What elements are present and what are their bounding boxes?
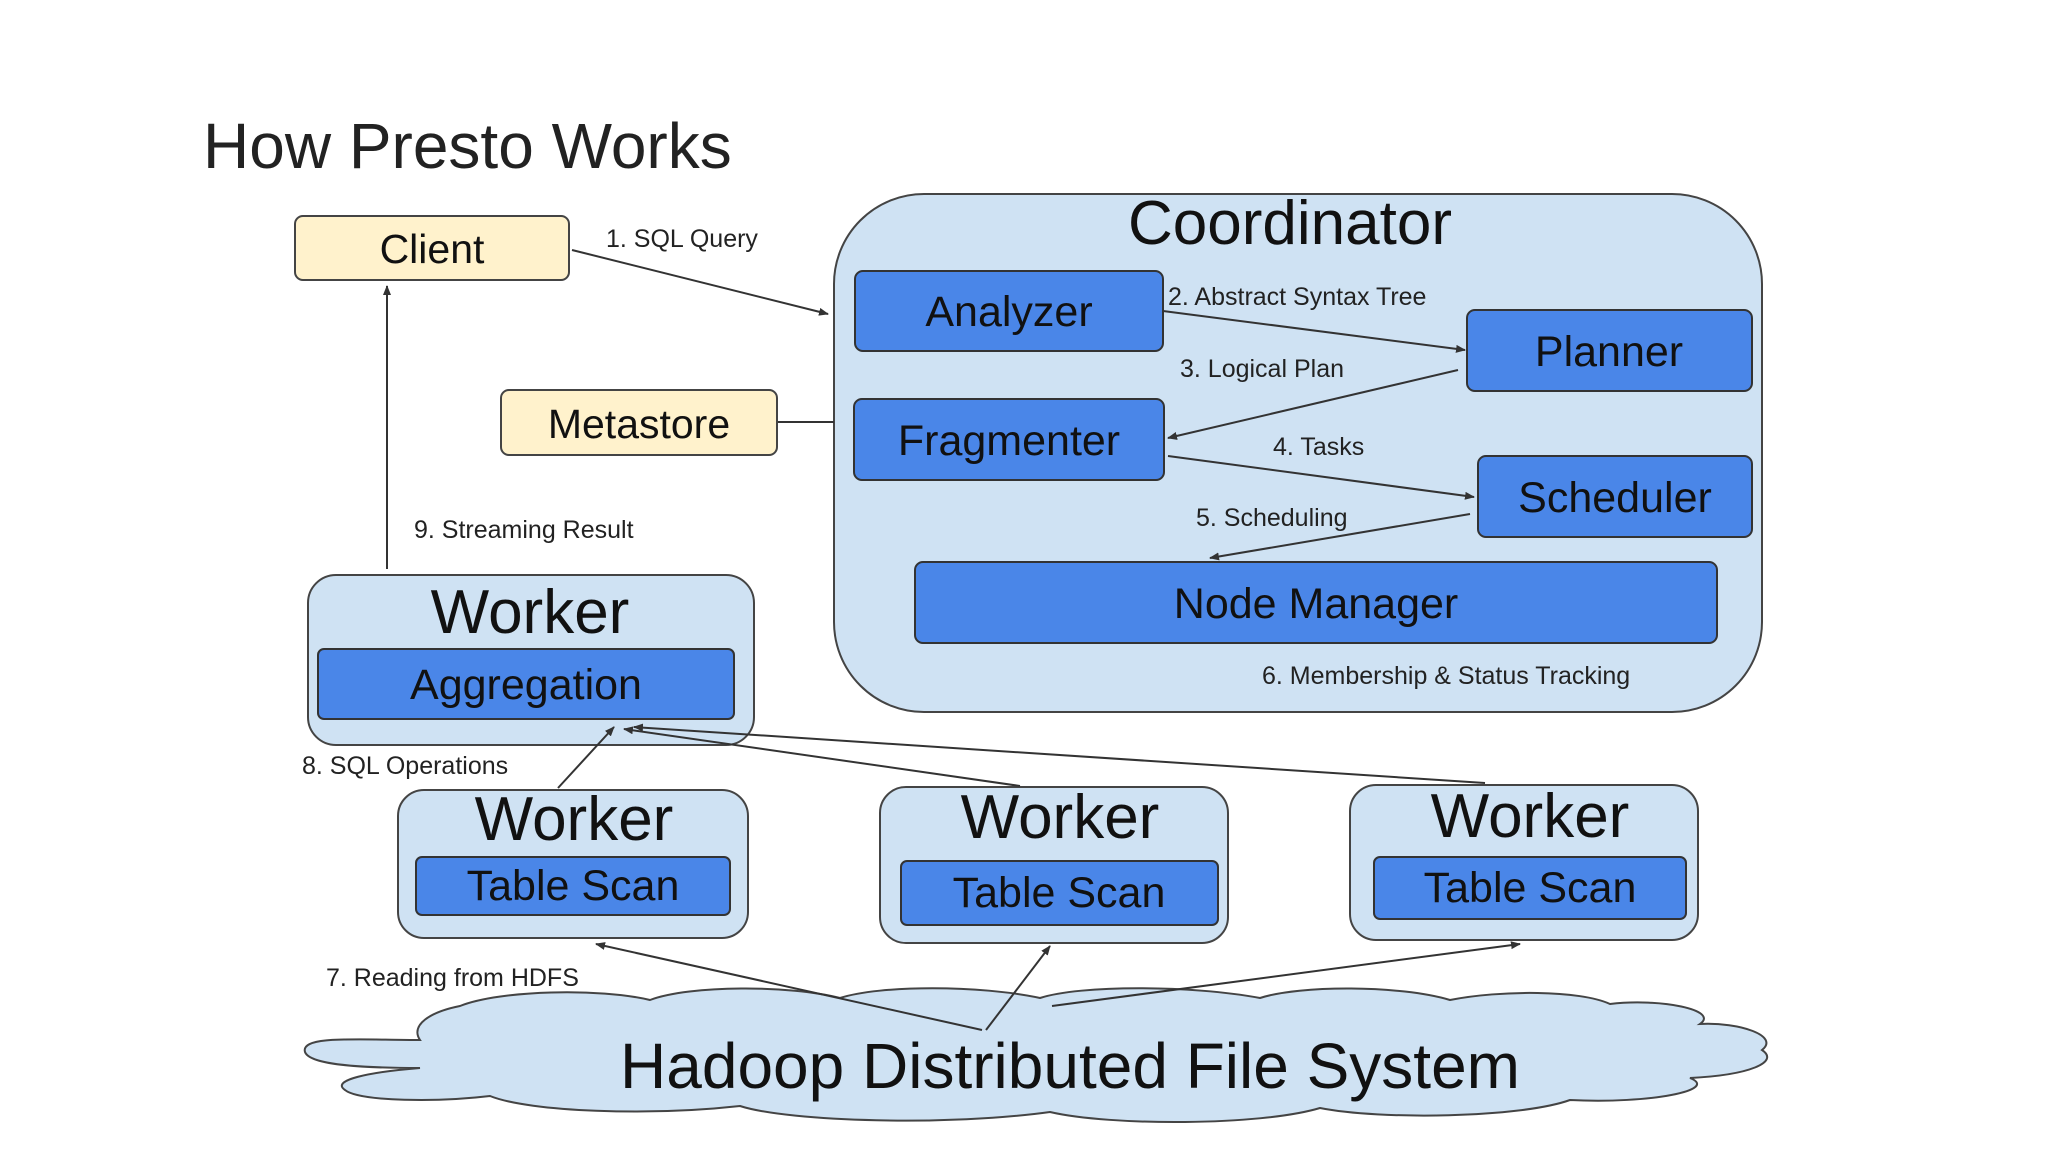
worker-2-title: Worker — [961, 783, 1160, 852]
edge-sql-query — [571, 249, 829, 316]
worker-table-scan-3: Worker Table Scan — [1349, 782, 1699, 941]
scheduler-label: Scheduler — [1518, 474, 1712, 522]
worker-aggregation: Worker Aggregation — [307, 574, 755, 746]
worker-1-task: Table Scan — [467, 862, 680, 910]
analyzer-node: Analyzer — [854, 270, 1164, 352]
fragmenter-node: Fragmenter — [853, 398, 1165, 481]
edge-sql-ops-2 — [623, 726, 1021, 787]
label-tasks: 4. Tasks — [1273, 433, 1364, 461]
edges — [383, 249, 1521, 1031]
label-logical-plan: 3. Logical Plan — [1180, 355, 1344, 383]
label-sql-operations: 8. SQL Operations — [302, 752, 508, 780]
worker-3-task: Table Scan — [1424, 864, 1637, 912]
label-streaming-result: 9. Streaming Result — [414, 516, 634, 544]
label-scheduling: 5. Scheduling — [1196, 504, 1348, 532]
client-node: Client — [294, 215, 570, 281]
edge-logical-plan — [1167, 369, 1459, 440]
edge-tasks — [1167, 455, 1475, 500]
edge-ast — [1162, 310, 1466, 353]
analyzer-label: Analyzer — [925, 288, 1092, 336]
hdfs-cloud: Hadoop Distributed File System — [303, 987, 1769, 1124]
worker-aggregation-title: Worker — [431, 578, 630, 647]
edge-hdfs-2 — [985, 945, 1051, 1031]
edge-sql-ops-1 — [557, 726, 615, 789]
planner-node: Planner — [1466, 309, 1753, 392]
slide-title: How Presto Works — [203, 110, 732, 182]
coordinator-label: Coordinator — [1128, 189, 1452, 258]
node-manager-label: Node Manager — [1174, 580, 1458, 628]
label-reading-hdfs: 7. Reading from HDFS — [326, 964, 579, 992]
worker-table-scan-2: Worker Table Scan — [879, 783, 1229, 944]
label-membership: 6. Membership & Status Tracking — [1262, 662, 1630, 690]
hdfs-label: Hadoop Distributed File System — [620, 1030, 1520, 1102]
fragmenter-label: Fragmenter — [898, 417, 1120, 465]
scheduler-node: Scheduler — [1477, 455, 1753, 538]
edge-hdfs-3 — [1051, 941, 1521, 1007]
worker-2-task: Table Scan — [953, 869, 1166, 917]
client-label: Client — [380, 226, 485, 272]
worker-1-title: Worker — [475, 785, 674, 854]
node-manager-node: Node Manager — [914, 561, 1718, 644]
metastore-node: Metastore — [500, 389, 778, 456]
worker-table-scan-1: Worker Table Scan — [397, 785, 749, 939]
planner-label: Planner — [1535, 328, 1683, 376]
edge-sql-ops-3 — [633, 723, 1486, 784]
worker-3-title: Worker — [1431, 782, 1630, 851]
worker-aggregation-task: Aggregation — [410, 661, 642, 709]
metastore-label: Metastore — [548, 401, 730, 447]
label-ast: 2. Abstract Syntax Tree — [1168, 283, 1426, 311]
edge-hdfs-1 — [595, 942, 983, 1031]
edge-scheduling — [1209, 513, 1471, 561]
label-sql-query: 1. SQL Query — [606, 225, 758, 253]
